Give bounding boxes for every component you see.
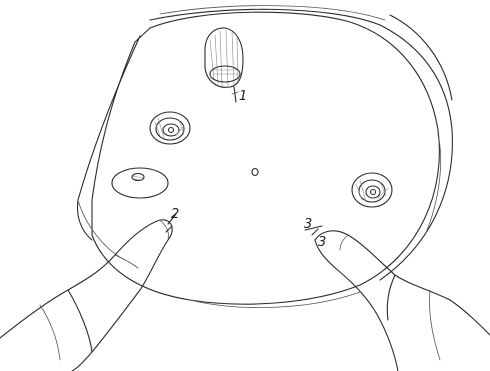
device-outer-rim	[150, 6, 452, 280]
left-hand-finger	[0, 220, 172, 371]
label-1: 1	[239, 89, 247, 104]
label-3b: 3	[318, 235, 326, 250]
oval-pad-left	[112, 168, 168, 198]
label-3a: 3	[304, 217, 312, 232]
round-plate	[78, 12, 440, 304]
plate-edge-shadow	[190, 135, 441, 308]
label-2: 2	[171, 207, 179, 222]
knob-1	[205, 28, 243, 102]
screw-right	[352, 173, 392, 207]
screw-top-left	[150, 112, 190, 144]
center-hole	[252, 169, 258, 176]
